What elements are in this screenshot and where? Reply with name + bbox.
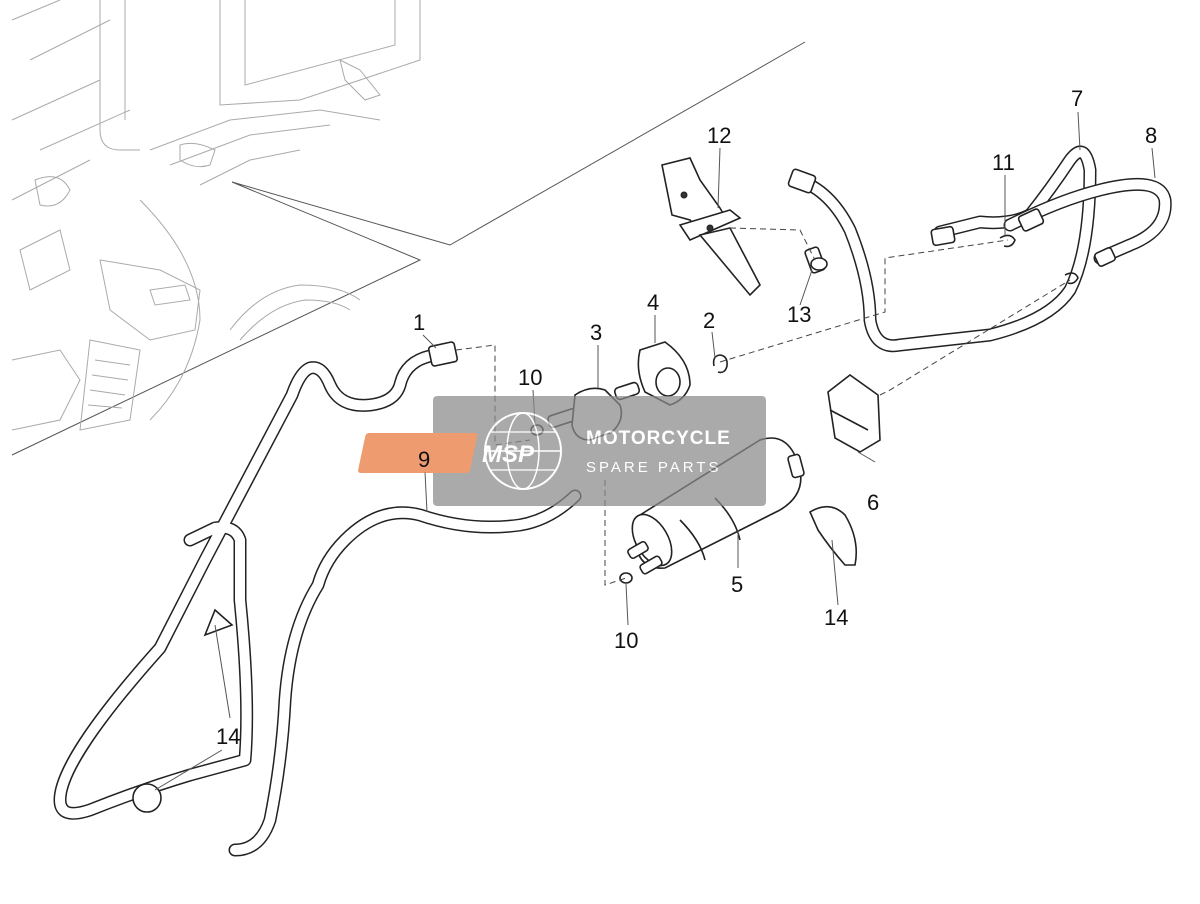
strap-6 — [827, 374, 881, 453]
callout-5: 5 — [731, 572, 743, 597]
watermark: MSP MOTORCYCLE SPARE PARTS — [358, 396, 766, 506]
watermark-line1: MOTORCYCLE — [586, 428, 731, 449]
callout-3: 3 — [590, 320, 602, 345]
callout-9: 9 — [418, 447, 430, 472]
callout-13: 13 — [787, 302, 811, 327]
watermark-line2: SPARE PARTS — [586, 459, 722, 476]
hose-9 — [228, 489, 582, 857]
clamp-14-right — [808, 505, 858, 566]
watermark-logo-badge — [358, 433, 478, 473]
hose-8 — [1003, 177, 1172, 267]
callout-10-lower: 10 — [614, 628, 638, 653]
callout-7: 7 — [1071, 86, 1083, 111]
clamp-14-left-lower — [132, 783, 162, 813]
callout-14-right: 14 — [824, 605, 848, 630]
callout-12: 12 — [707, 123, 731, 148]
bracket-12 — [661, 157, 761, 297]
callout-6: 6 — [867, 490, 879, 515]
callout-labels: 1 2 3 4 5 6 7 8 9 10 10 11 12 13 14 14 — [216, 86, 1157, 749]
assembly-reference-lines — [455, 227, 1071, 586]
holder-4 — [637, 341, 691, 406]
callout-14-left: 14 — [216, 724, 240, 749]
clips-11 — [999, 234, 1079, 285]
callout-8: 8 — [1145, 123, 1157, 148]
watermark-logo: MSP — [482, 441, 535, 468]
callout-4: 4 — [647, 290, 659, 315]
vehicle-outline-background — [11, 0, 806, 456]
callout-1: 1 — [413, 310, 425, 335]
hose-7 — [787, 145, 1097, 353]
callout-11: 11 — [992, 150, 1015, 175]
clamp-14-left-upper — [203, 608, 234, 637]
callout-10-upper: 10 — [518, 365, 542, 390]
hose-1 — [53, 341, 459, 820]
callout-2: 2 — [703, 308, 715, 333]
screw-13 — [804, 246, 828, 274]
leader-lines — [154, 111, 1156, 791]
watermark-background — [433, 396, 766, 506]
washer-10-lower — [619, 572, 633, 584]
circlip-2 — [712, 354, 728, 374]
